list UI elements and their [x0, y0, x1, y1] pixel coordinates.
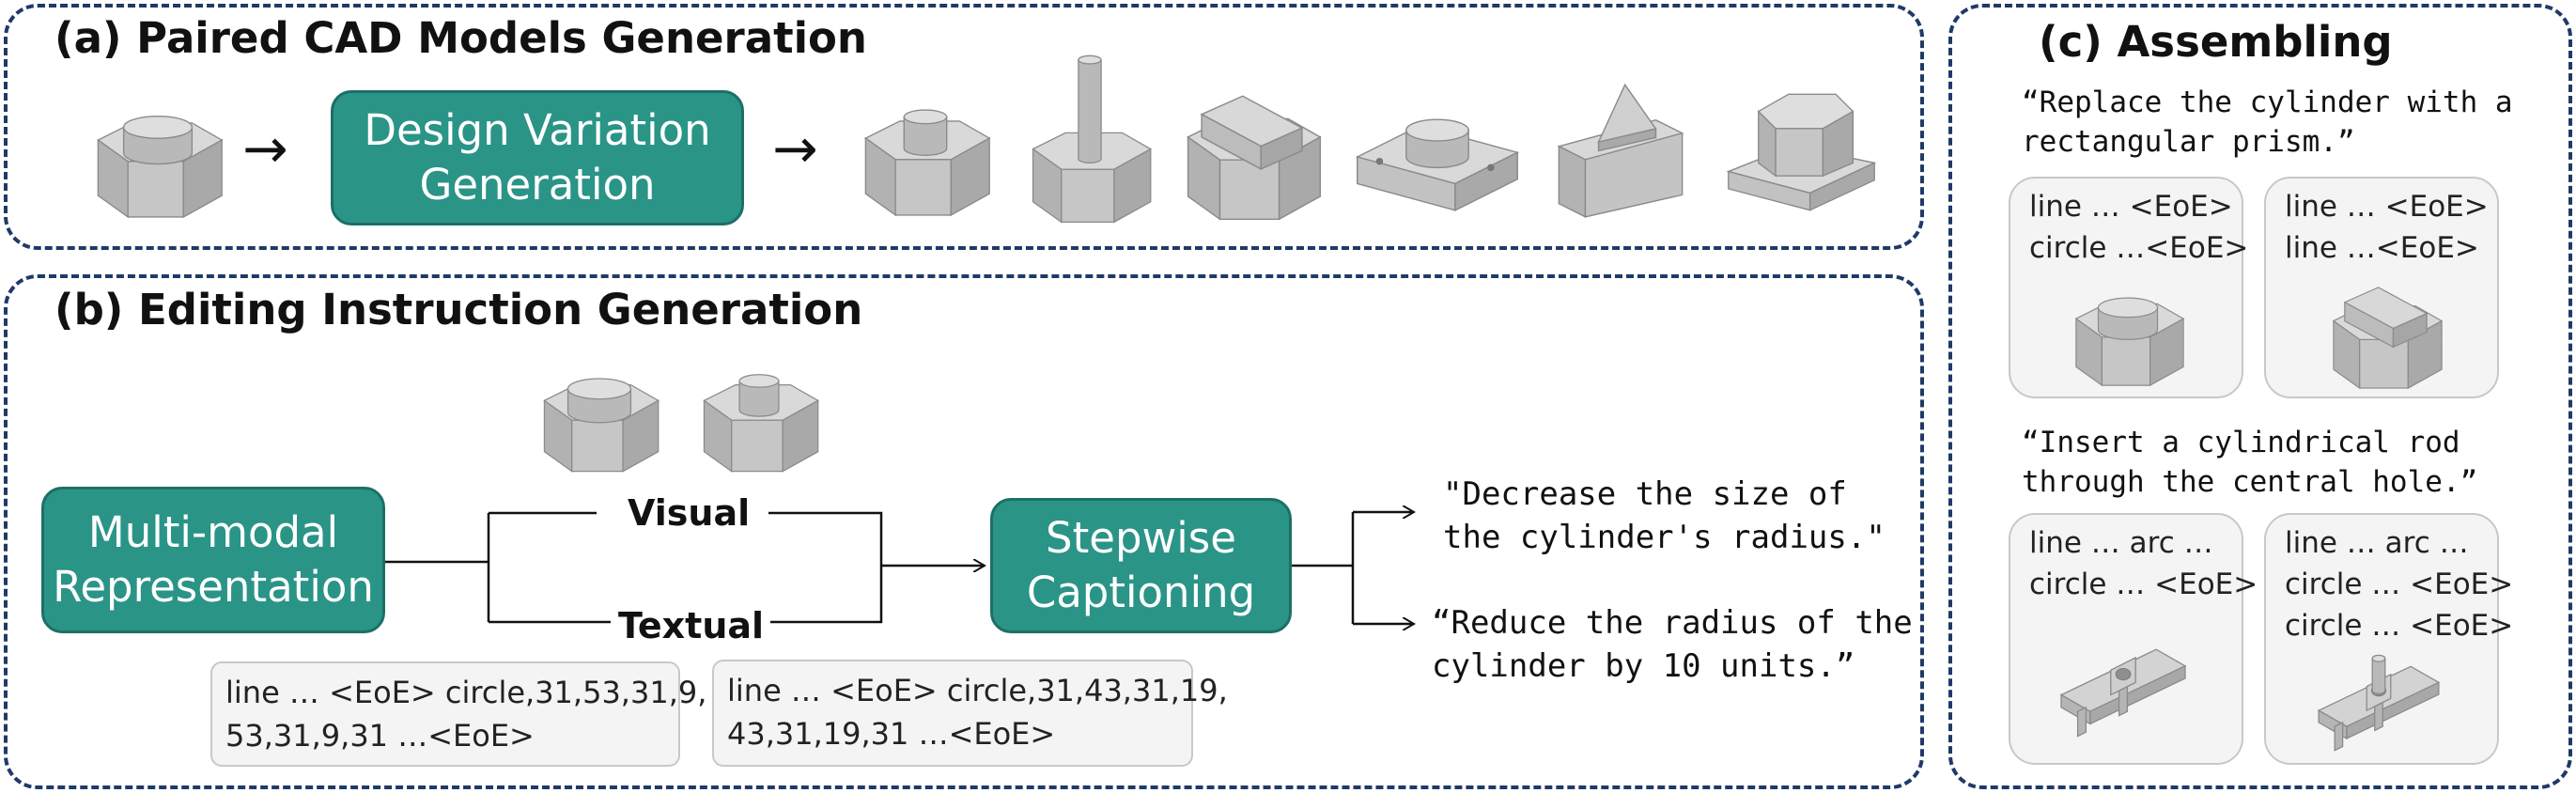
- card-4-line-2: circle … <EoE>: [2285, 568, 2514, 601]
- panel-a-title: (a) Paired CAD Models Generation: [54, 13, 867, 63]
- sequence-edited-line-1: line … <EoE> circle,31,43,31,19,: [727, 673, 1228, 708]
- multimodal-representation-box: Multi-modal Representation: [41, 487, 385, 633]
- card-1-model: [2075, 297, 2184, 386]
- stepwise-line-1: Stepwise: [1046, 513, 1236, 563]
- design-variation-box: Design Variation Generation: [331, 90, 744, 225]
- multimodal-line-2: Representation: [53, 562, 374, 612]
- caption-2-line-2: cylinder by 10 units.”: [1432, 647, 1855, 685]
- sequence-original: line … <EoE> circle,31,53,31,9, 53,31,9,…: [210, 661, 707, 767]
- sequence-edited-line-2: 43,31,19,31 …<EoE>: [727, 716, 1056, 752]
- card-1-line-2: circle …<EoE>: [2029, 231, 2249, 265]
- sequence-original-line-2: 53,31,9,31 …<EoE>: [225, 718, 535, 754]
- multimodal-line-1: Multi-modal: [87, 507, 339, 557]
- card-3-model: [2060, 648, 2186, 738]
- assembly-card-1-text: line … <EoE> circle …<EoE>: [2029, 186, 2248, 269]
- instruction-2-line-1: “Insert a cylindrical rod: [2022, 426, 2460, 459]
- card-2-line-2: line …<EoE>: [2285, 231, 2479, 265]
- design-variation-line-1: Design Variation: [364, 105, 711, 155]
- card-4-line-1: line … arc …: [2285, 526, 2469, 560]
- caption-2: “Reduce the radius of the cylinder by 10…: [1432, 601, 1913, 688]
- card-3-line-2: circle … <EoE>: [2029, 568, 2258, 601]
- card-4-model: [2318, 654, 2440, 752]
- cad-variant-2: [1032, 54, 1152, 224]
- caption-1-line-1: "Decrease the size of: [1443, 475, 1847, 513]
- instruction-1: “Replace the cylinder with a rectangular…: [2022, 83, 2513, 162]
- instruction-2-line-2: through the central hole.”: [2022, 465, 2478, 499]
- assembly-card-3: line … arc … circle … <EoE>: [2009, 513, 2258, 765]
- sequence-edited: line … <EoE> circle,31,43,31,19, 43,31,1…: [712, 660, 1228, 767]
- instruction-1-line-1: “Replace the cylinder with a: [2022, 86, 2513, 119]
- panel-b-title: (b) Editing Instruction Generation: [54, 285, 863, 334]
- caption-1-line-2: the cylinder's radius.": [1443, 519, 1885, 556]
- card-2-model: [2333, 287, 2443, 389]
- cad-variant-6: [1726, 93, 1877, 211]
- assembly-card-2: line … <EoE> line …<EoE>: [2264, 177, 2499, 398]
- card-1-line-1: line … <EoE>: [2029, 190, 2233, 224]
- caption-2-line-1: “Reduce the radius of the: [1432, 604, 1913, 642]
- caption-1: "Decrease the size of the cylinder's rad…: [1443, 473, 1885, 559]
- textual-label: Textual: [618, 605, 765, 646]
- instruction-1-line-2: rectangular prism.”: [2022, 125, 2355, 159]
- card-4-line-3: circle … <EoE>: [2285, 609, 2514, 643]
- card-2-line-1: line … <EoE>: [2285, 190, 2489, 224]
- instruction-2: “Insert a cylindrical rod through the ce…: [2022, 423, 2477, 502]
- panel-b: [4, 274, 1924, 789]
- design-variation-line-2: Generation: [419, 160, 656, 210]
- assembly-card-4: line … arc … circle … <EoE> circle … <Eo…: [2264, 513, 2513, 765]
- arrow-a-2: →: [772, 117, 818, 180]
- visual-label: Visual: [628, 492, 751, 534]
- cad-variant-4: [1355, 118, 1520, 211]
- assembly-card-4-text: line … arc … circle … <EoE> circle … <Eo…: [2285, 522, 2513, 646]
- panel-c-title: (c) Assembling: [2039, 17, 2393, 67]
- card-3-line-1: line … arc …: [2029, 526, 2213, 560]
- panel-c: [1948, 4, 2572, 789]
- sequence-original-line-1: line … <EoE> circle,31,53,31,9,: [225, 675, 707, 710]
- stepwise-captioning-box: Stepwise Captioning: [990, 498, 1292, 633]
- assembly-card-2-text: line … <EoE> line …<EoE>: [2285, 186, 2489, 269]
- stepwise-line-2: Captioning: [1026, 568, 1256, 617]
- arrow-a-1: →: [242, 117, 288, 180]
- cad-variant-5: [1557, 83, 1684, 218]
- panel-a: [4, 4, 1924, 250]
- assembly-card-1: line … <EoE> circle …<EoE>: [2009, 177, 2248, 398]
- assembly-card-3-text: line … arc … circle … <EoE>: [2029, 522, 2258, 605]
